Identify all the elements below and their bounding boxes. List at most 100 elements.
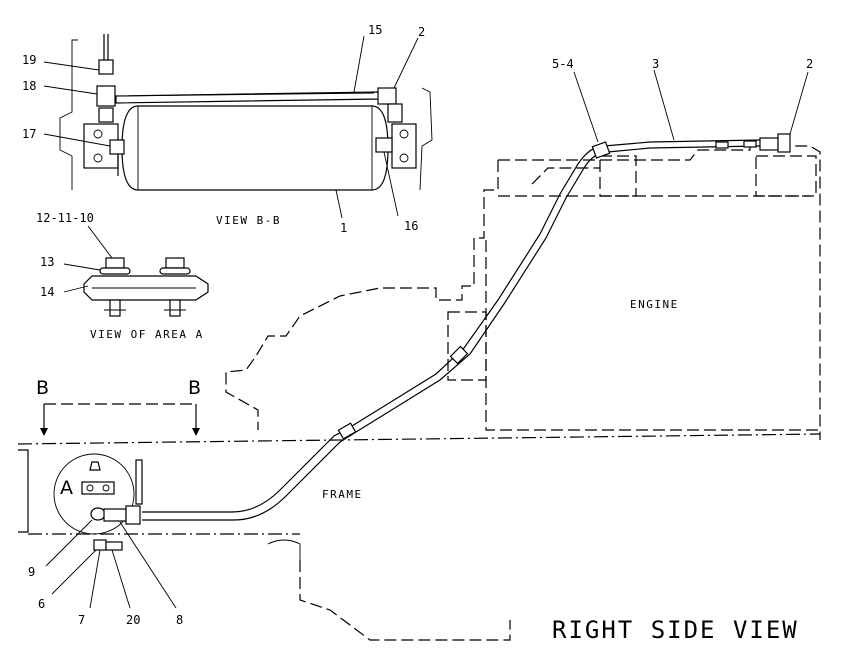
leader-18 [43,85,98,95]
bolt-head-right [165,257,185,269]
bracket-bolt [93,153,103,163]
engine-detail [531,167,600,185]
callout-20: 20 [126,613,140,627]
fitting-18-body [98,107,114,123]
engine-component [755,155,817,197]
engine-outline [225,145,821,440]
engine-lower-profile [485,240,820,431]
leader-6 [51,549,97,595]
tank-vent-pipe [135,459,143,505]
callout-6: 6 [38,597,45,611]
leader-14 [63,285,89,293]
bolt-head-left [105,257,125,269]
callout-17: 17 [22,127,36,141]
area-a-boundary [53,453,135,535]
valve-6 [93,539,107,551]
fitting-20 [105,541,123,551]
leader-8 [119,521,177,609]
callout-3: 3 [652,57,659,71]
leader-15 [353,35,365,93]
area-a-mounting-detail [63,225,209,317]
engine-component [599,155,637,197]
callout-16: 16 [404,219,418,233]
elbow-17 [109,139,125,155]
fitting-8 [103,508,127,522]
right-rail-outline [419,87,433,191]
hose-clamp [337,422,357,440]
leader-7 [89,549,101,609]
area-a-bolt-top [89,461,101,471]
view-bb-caption: VIEW B-B [216,214,281,227]
leader-5-4 [573,71,599,143]
leader-1 [335,189,343,219]
callout-1: 1 [340,221,347,235]
air-tank [121,105,389,191]
callout-8: 8 [176,613,183,627]
hose-3-run [142,133,791,521]
callout-13: 13 [40,255,54,269]
callout-7: 7 [78,613,85,627]
section-line-bb [40,403,200,436]
leader-13 [63,263,101,271]
hose-clamp [449,345,469,365]
callout-12-11-10: 12-11-10 [36,211,94,225]
section-mark-left: B [36,377,49,399]
elbow-16 [375,137,393,153]
hose-clip [715,141,729,149]
view-area-a-caption: VIEW OF AREA A [90,328,204,341]
section-arrowhead-left [40,428,48,436]
right-side-view-caption: RIGHT SIDE VIEW [552,616,799,644]
washer-13-right [159,267,191,275]
leader-19 [43,61,100,71]
callout-18: 18 [22,79,36,93]
hose-3-lower-edge [142,145,761,521]
area-mark-a: A [60,477,73,499]
fitting-2-right-body [777,133,791,153]
stud-left [109,299,121,317]
leader-9 [45,519,93,567]
leader-16 [383,151,399,217]
section-arrowhead-right [192,428,200,436]
callout-5-4: 5-4 [552,57,574,71]
frame-end-cap [18,449,29,533]
hose-clip [743,140,757,148]
callout-15: 15 [368,23,382,37]
stud-right [169,299,181,317]
fitting-2-body [387,103,403,123]
section-mark-right: B [188,377,201,399]
fitting-19 [98,59,114,75]
view-bb-tank-assembly [43,34,433,219]
area-a-circle [53,453,143,551]
drain-valve-9 [90,507,106,521]
washer-13-left [99,267,131,275]
leader-2-right [789,71,809,135]
engine-block-profile [225,160,499,430]
bracket-bolt [399,153,409,163]
bracket-bolt [399,129,409,139]
fitting-5-4 [591,141,611,159]
frame-label: FRAME [322,488,363,501]
leader-12-11-10 [87,225,113,259]
engine-label: ENGINE [630,298,679,311]
area-a-bolt [102,484,110,492]
fitting-2-top [377,87,397,105]
area-a-bolt [86,484,94,492]
callout-9: 9 [28,565,35,579]
fitting-tee [125,505,141,525]
callout-2-right: 2 [806,57,813,71]
callout-19: 19 [22,53,36,67]
hose-3-upper-edge [142,139,761,513]
right-tank-bracket [391,123,417,169]
fitting-18 [96,85,116,107]
engine-top-profile [498,145,821,440]
frame-outline [17,433,821,641]
leader-20 [111,549,131,609]
left-rail-outline [59,39,78,190]
leader-2-top [393,37,419,89]
callout-2-top: 2 [418,25,425,39]
frame-crossmember [267,539,301,560]
fitting-2-right [759,137,779,151]
frame-lower-profile [299,560,511,641]
bracket-bolt [93,129,103,139]
